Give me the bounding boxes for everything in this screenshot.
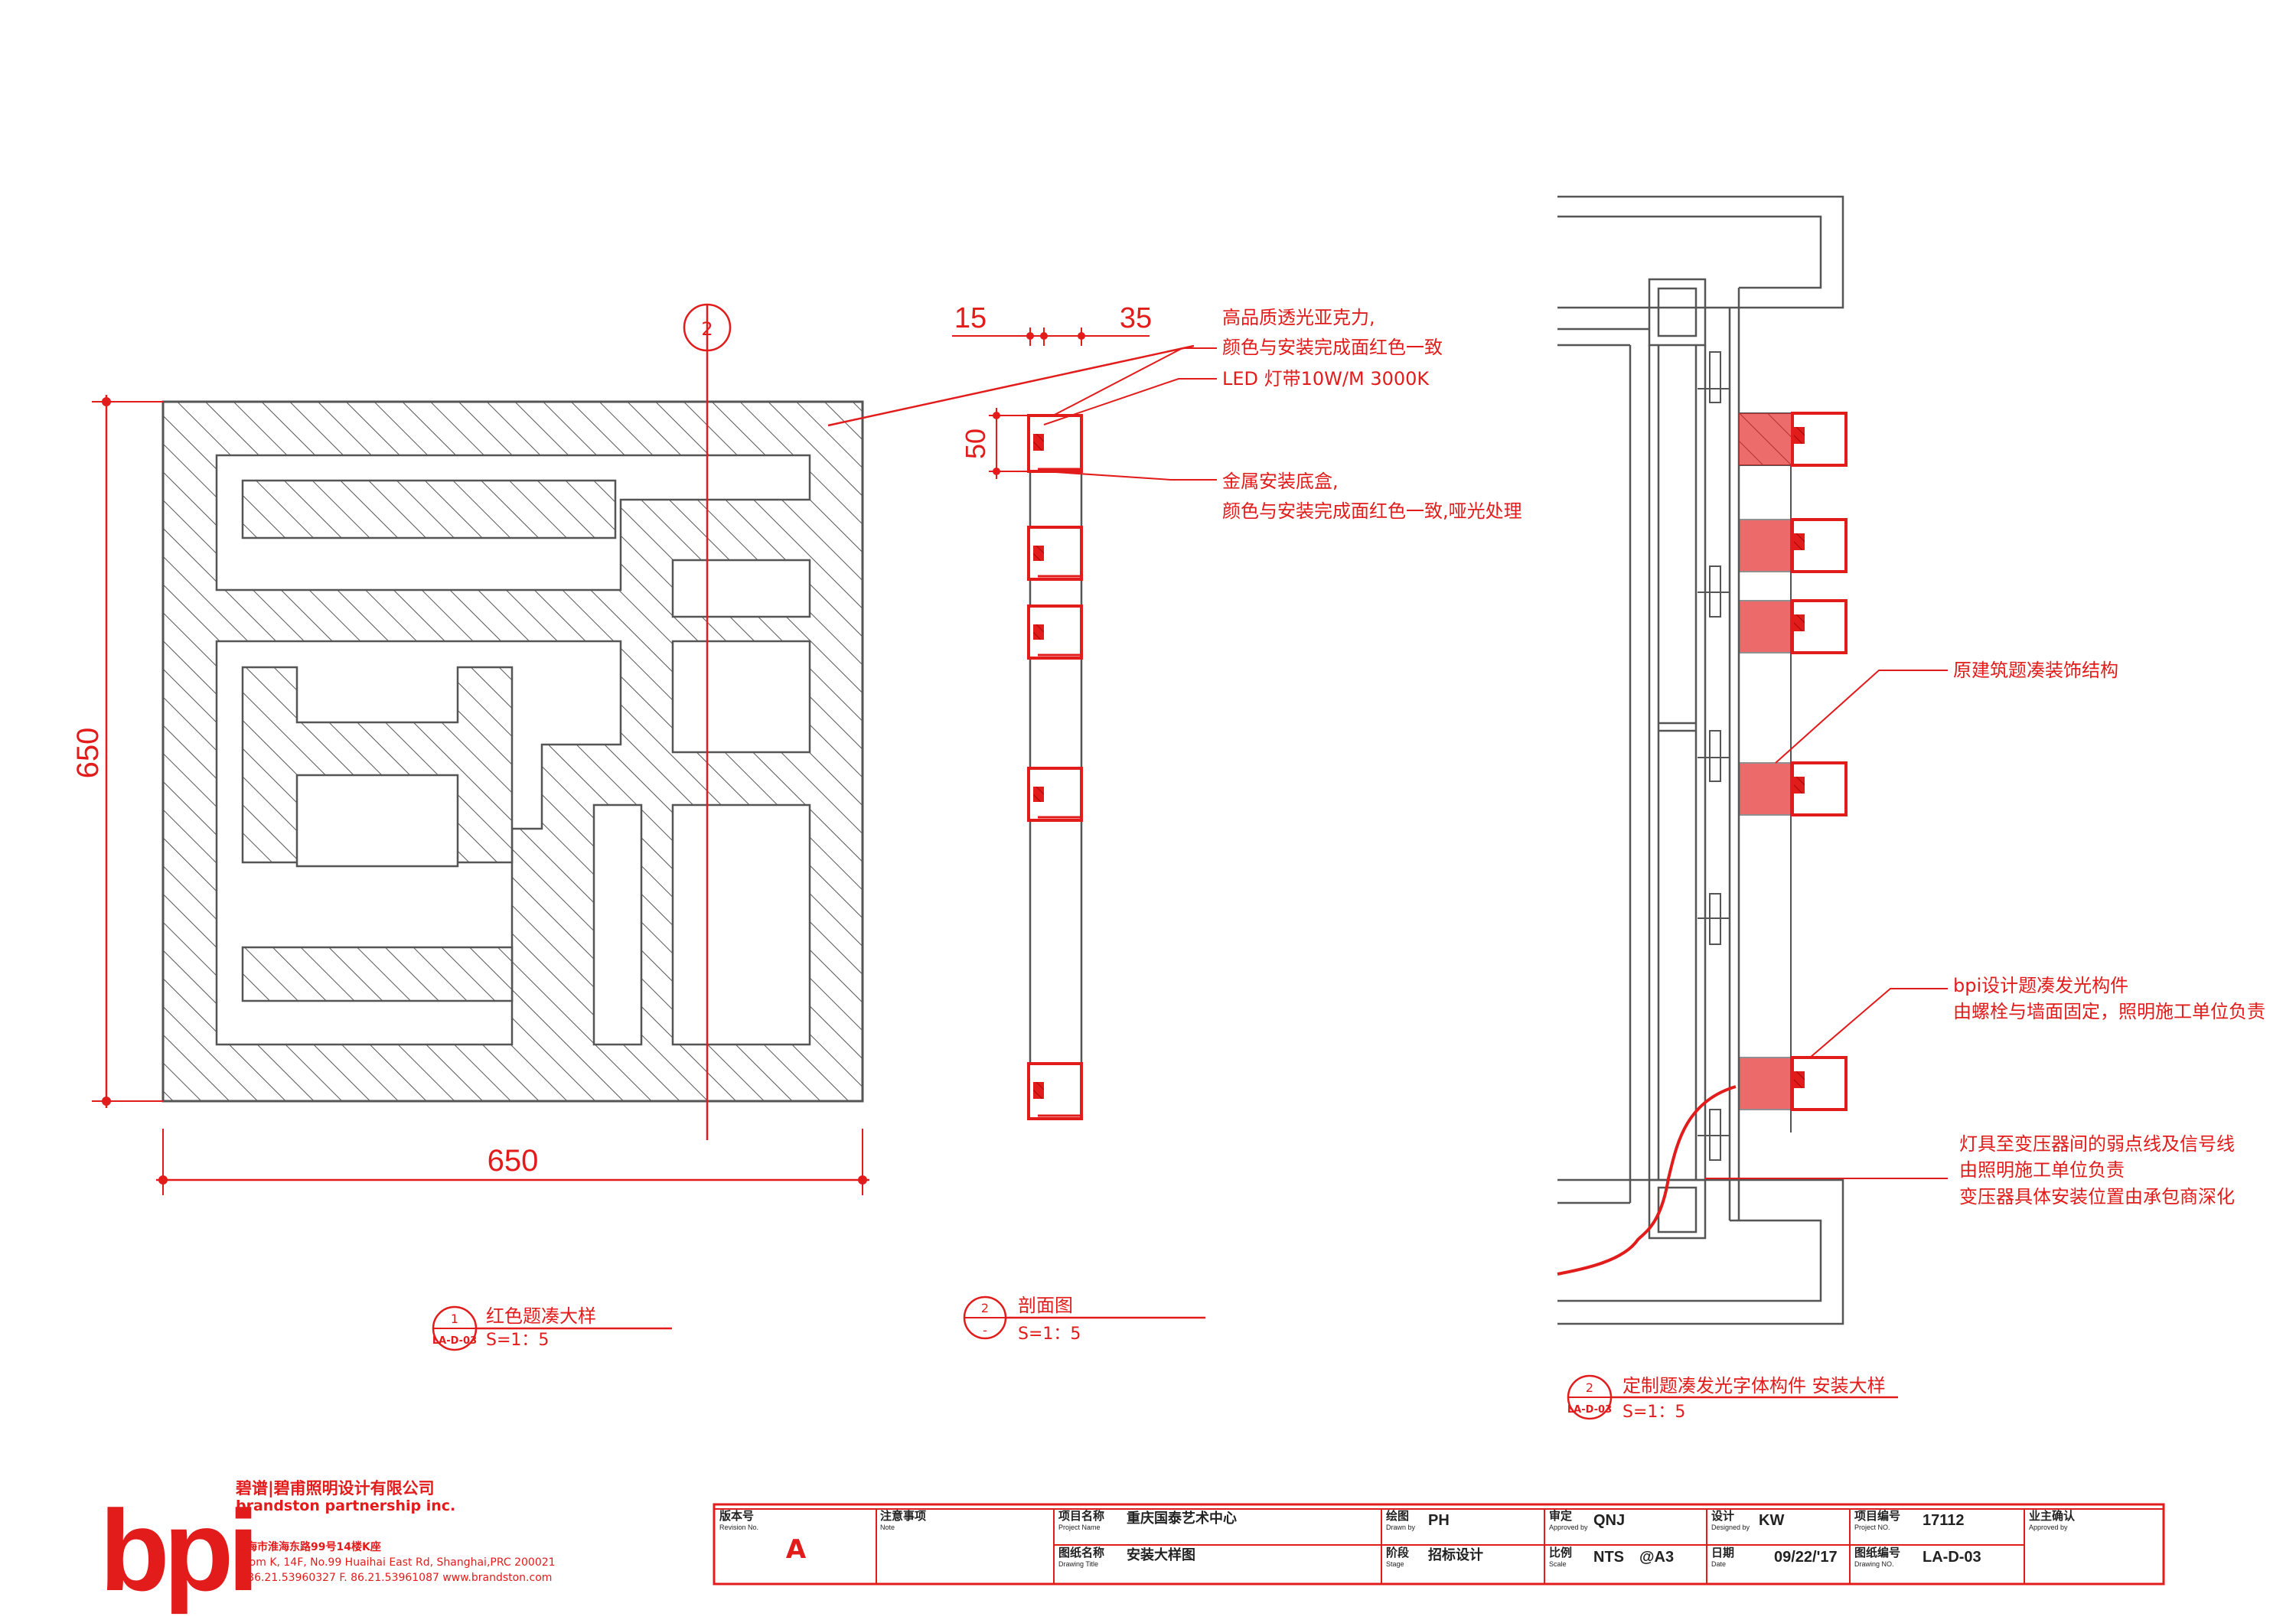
svg-text:Scale: Scale <box>1549 1560 1567 1568</box>
company-contact: P. 86.21.53960327 F. 86.21.53961087 www.… <box>236 1572 552 1584</box>
note-acrylic-line2: 颜色与安装完成面红色一致 <box>1222 337 1443 358</box>
leader-acrylic <box>827 344 1195 427</box>
note-bpi-line2: 由螺栓与墙面固定，照明施工单位负责 <box>1953 1001 2265 1022</box>
project-number: 17112 <box>1923 1512 1965 1529</box>
drawing-title: 安装大样图 <box>1127 1546 1195 1563</box>
paper-size: @A3 <box>1639 1549 1674 1566</box>
svg-text:Revision No.: Revision No. <box>719 1524 758 1531</box>
svg-text:图纸编号: 图纸编号 <box>1854 1546 1900 1559</box>
svg-text:比例: 比例 <box>1549 1546 1572 1559</box>
detail1-title: 红色题凑大样 <box>486 1305 596 1327</box>
existing-structure <box>1557 195 1844 1325</box>
dim-height-650: 650 <box>71 728 105 779</box>
title-block: 版本号 Revision No. A 注意事项 Note 项目名称 Projec… <box>713 1503 2165 1586</box>
company-name-en: brandston partnership inc. <box>236 1498 455 1514</box>
scale-value: NTS <box>1593 1549 1624 1566</box>
svg-text:Project NO.: Project NO. <box>1854 1524 1890 1531</box>
note-wire-line2: 由照明施工单位负责 <box>1959 1159 2125 1181</box>
note-box-line1: 金属安装底盒, <box>1222 471 1339 492</box>
tb-revision: 版本号 Revision No. A <box>719 1509 807 1565</box>
svg-text:LA-D-03: LA-D-03 <box>1567 1404 1612 1416</box>
note-acrylic-line1: 高品质透光亚克力, <box>1222 307 1375 328</box>
detail3-installation: 原建筑题凑装饰结构 bpi设计题凑发光构件 由螺栓与墙面固定，照明施工单位负责 … <box>1557 195 2265 1422</box>
tb-project-number: 项目编号 Project NO. 17112 图纸编号 Drawing NO. … <box>1854 1509 1981 1568</box>
revision-value: A <box>786 1534 807 1565</box>
detail1-plan: 2 650 650 1 LA-D-03 红色题凑大样 S=1：5 <box>71 303 1195 1351</box>
svg-text:图纸名称: 图纸名称 <box>1058 1546 1104 1559</box>
svg-text:2: 2 <box>981 1301 989 1315</box>
svg-text:Drawing Title: Drawing Title <box>1058 1560 1098 1568</box>
led-channel-group <box>1027 414 1083 1120</box>
detail3-scale: S=1：5 <box>1623 1403 1685 1422</box>
dim-50: 50 <box>960 429 991 459</box>
tb-note: 注意事项 Note <box>880 1509 926 1531</box>
detail3-caption: 2 LA-D-03 定制题凑发光字体构件 安装大样 S=1：5 <box>1567 1374 1898 1422</box>
wall-brackets <box>1698 351 1792 1161</box>
svg-text:Project Name: Project Name <box>1058 1524 1101 1531</box>
stage-value: 招标设计 <box>1428 1546 1483 1563</box>
company-address-en: Room K, 14F, No.99 Huaihai East Rd, Shan… <box>236 1556 556 1569</box>
project-name: 重庆国泰艺术中心 <box>1127 1510 1237 1526</box>
detail3-title: 定制题凑发光字体构件 安装大样 <box>1623 1375 1886 1396</box>
bpi-logo: bpi <box>99 1486 253 1615</box>
svg-text:1: 1 <box>451 1312 458 1326</box>
company-address-cn: 上海市淮海东路99号14楼K座 <box>236 1540 381 1553</box>
tb-designed-date: 设计 Designed by KW 日期 Date 09/22/'17 <box>1711 1509 1838 1568</box>
signal-cable <box>1557 1085 1737 1276</box>
svg-text:Drawing NO.: Drawing NO. <box>1854 1560 1894 1568</box>
svg-text:版本号: 版本号 <box>719 1509 754 1523</box>
detail2-scale: S=1：5 <box>1018 1325 1081 1344</box>
svg-text:设计: 设计 <box>1711 1509 1734 1523</box>
tb-owner: 业主确认 Approved by <box>2029 1509 2076 1531</box>
note-bpi-line1: bpi设计题凑发光构件 <box>1953 975 2128 996</box>
dim-15: 15 <box>954 302 987 334</box>
svg-text:-: - <box>983 1323 987 1338</box>
tb-project: 项目名称 Project Name 重庆国泰艺术中心 图纸名称 Drawing … <box>1058 1509 1237 1568</box>
svg-text:项目名称: 项目名称 <box>1058 1509 1104 1523</box>
svg-text:日期: 日期 <box>1711 1546 1734 1559</box>
company-block: bpi 碧谱|碧甫照明设计有限公司 brandston partnership … <box>99 1479 556 1615</box>
designed-by: KW <box>1759 1512 1784 1529</box>
detail2-section: 15 35 50 <box>952 302 1522 1344</box>
svg-text:Designed by: Designed by <box>1711 1524 1750 1531</box>
svg-text:Approved by: Approved by <box>2029 1524 2068 1531</box>
detail1-caption: 1 LA-D-03 红色题凑大样 S=1：5 <box>432 1305 672 1351</box>
svg-text:Stage: Stage <box>1386 1560 1404 1568</box>
dim-35: 35 <box>1120 302 1152 334</box>
svg-text:Date: Date <box>1711 1560 1726 1568</box>
note-wire-line3: 变压器具体安装位置由承包商深化 <box>1959 1186 2235 1207</box>
detail2-caption: 2 - 剖面图 S=1：5 <box>963 1295 1205 1344</box>
tb-drawn-stage: 绘图 Drawn by PH 阶段 Stage 招标设计 <box>1386 1509 1483 1568</box>
drawing-number: LA-D-03 <box>1923 1549 1981 1566</box>
detail2-title: 剖面图 <box>1018 1295 1073 1316</box>
section-marker-label: 2 <box>701 318 713 340</box>
drawn-by: PH <box>1428 1512 1450 1529</box>
approved-by: QNJ <box>1593 1512 1625 1529</box>
note-wire-line1: 灯具至变压器间的弱点线及信号线 <box>1959 1133 2235 1155</box>
svg-text:注意事项: 注意事项 <box>880 1509 926 1523</box>
svg-text:Approved by: Approved by <box>1549 1524 1588 1531</box>
svg-text:Drawn by: Drawn by <box>1386 1524 1416 1531</box>
svg-text:2: 2 <box>1586 1380 1593 1395</box>
svg-text:项目编号: 项目编号 <box>1854 1509 1900 1523</box>
date-value: 09/22/'17 <box>1774 1549 1838 1566</box>
detail1-scale: S=1：5 <box>486 1331 549 1350</box>
note-box-line2: 颜色与安装完成面红色一致,哑光处理 <box>1222 500 1522 522</box>
svg-text:LA-D-03: LA-D-03 <box>432 1335 477 1347</box>
dim-width-650: 650 <box>488 1144 539 1178</box>
svg-text:业主确认: 业主确认 <box>2029 1509 2076 1523</box>
tb-approved-scale: 审定 Approved by QNJ 比例 Scale NTS @A3 <box>1549 1509 1674 1568</box>
note-structure: 原建筑题凑装饰结构 <box>1953 660 2118 681</box>
svg-text:Note: Note <box>880 1524 895 1531</box>
svg-text:绘图: 绘图 <box>1386 1509 1409 1523</box>
bpi-light-fixtures <box>1738 412 1848 1111</box>
note-led: LED 灯带10W/M 3000K <box>1222 368 1430 389</box>
svg-text:阶段: 阶段 <box>1386 1546 1409 1559</box>
svg-text:审定: 审定 <box>1549 1509 1572 1523</box>
section-marker <box>683 303 732 352</box>
company-name-cn: 碧谱|碧甫照明设计有限公司 <box>235 1479 435 1498</box>
